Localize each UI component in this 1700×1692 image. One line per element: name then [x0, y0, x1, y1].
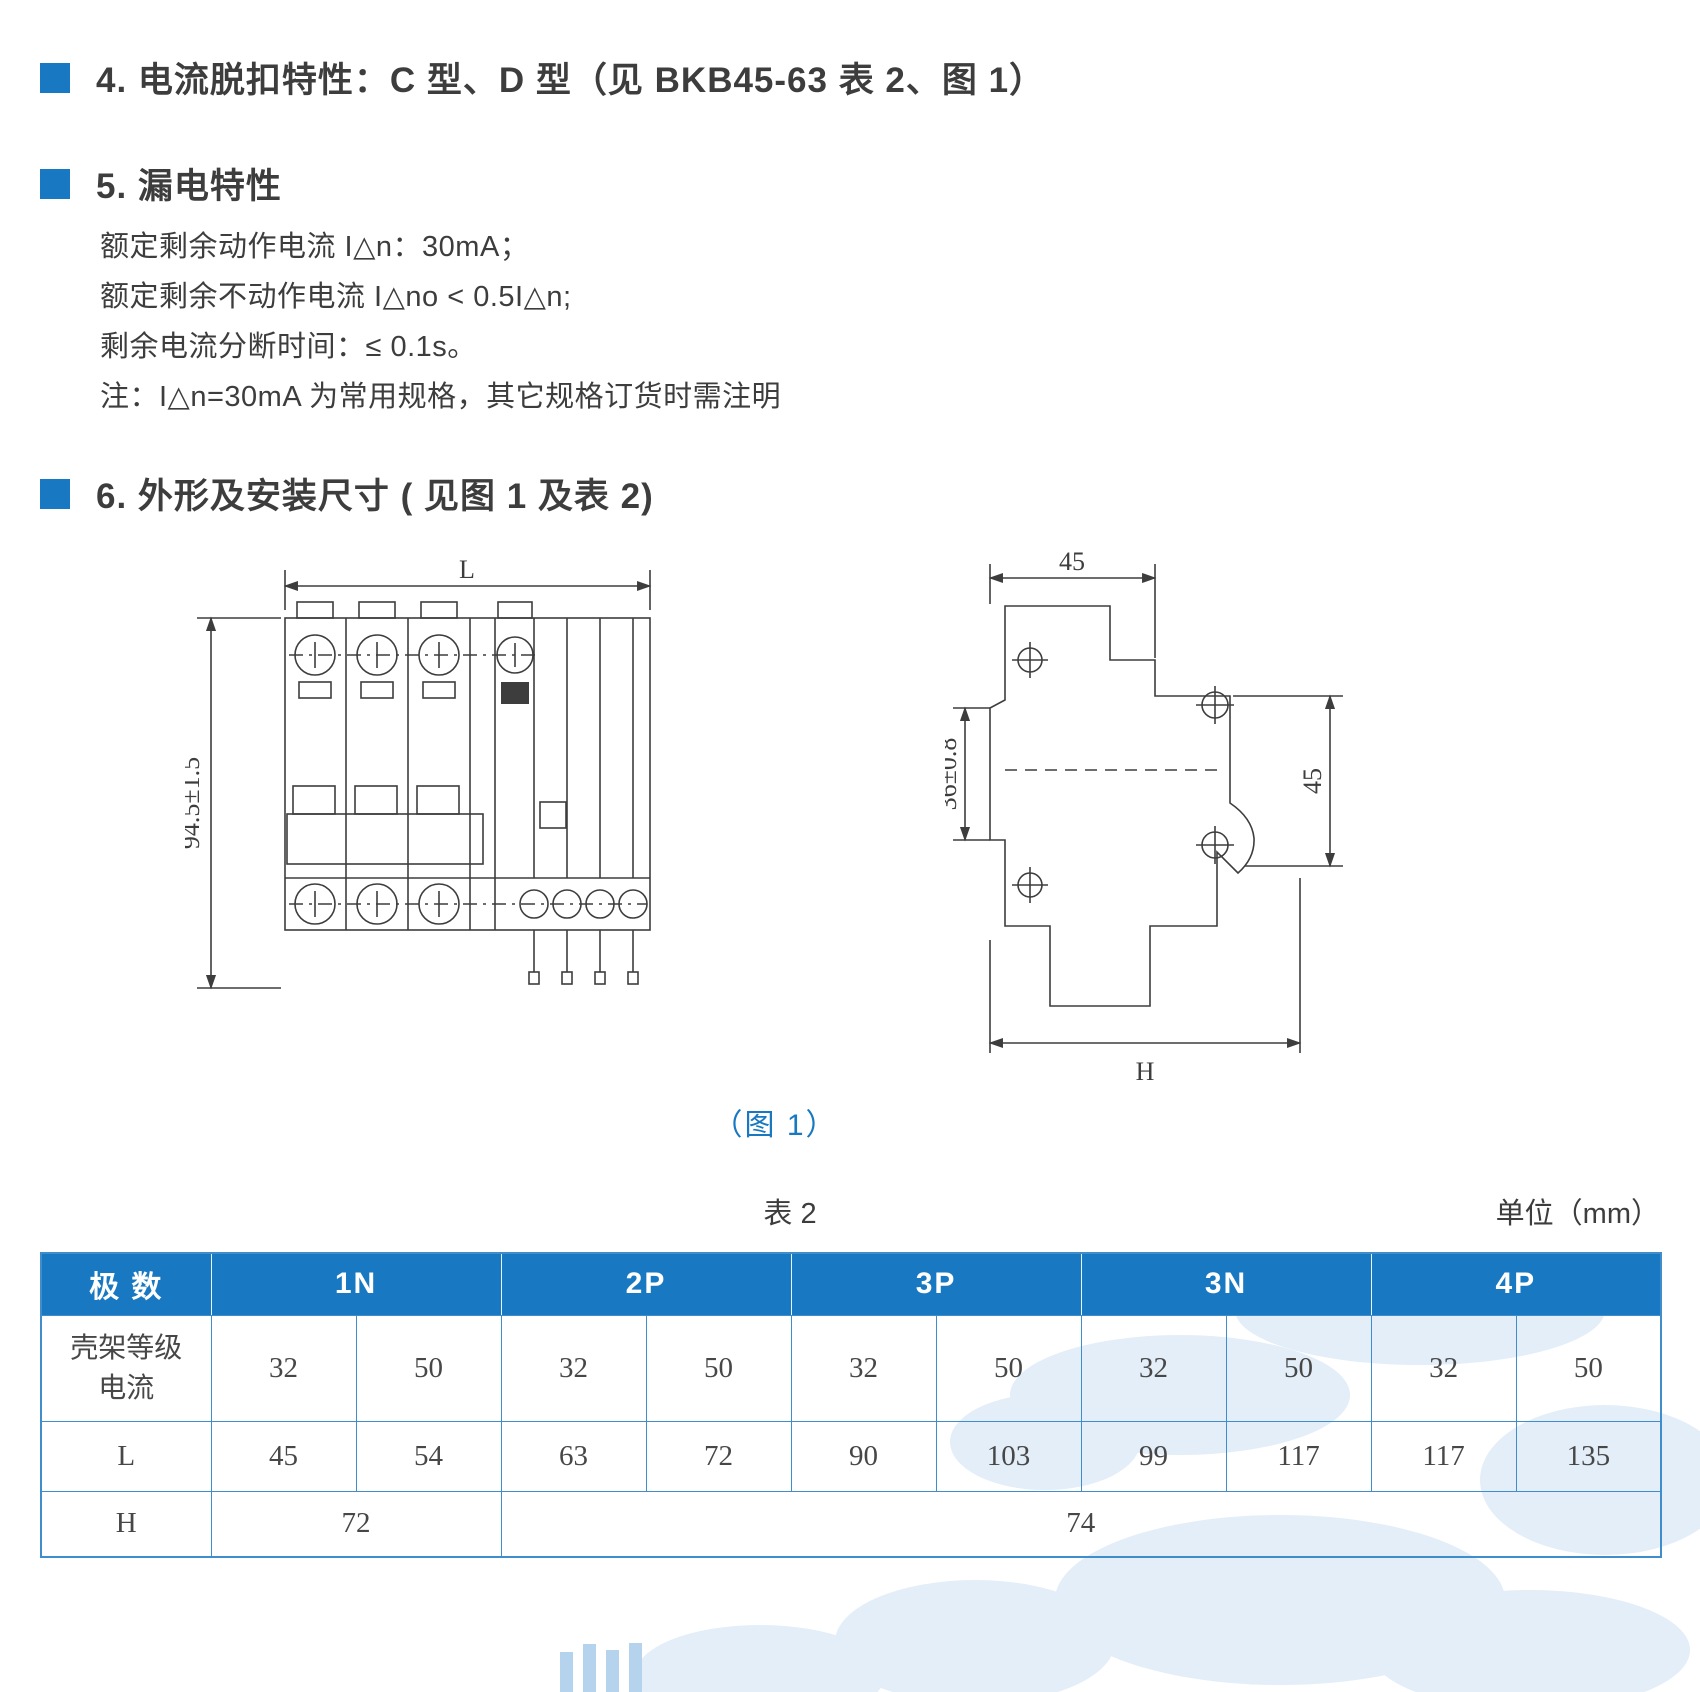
bottom-pins	[528, 930, 639, 985]
dim-label-L: L	[459, 555, 475, 584]
table-cell: 50	[1225, 1314, 1372, 1422]
figure-caption: （图 1）	[712, 1109, 838, 1142]
section-5-title: 5. 漏电特性	[96, 167, 282, 206]
table-cell: 50	[645, 1314, 792, 1422]
table-unit-label: 单位（mm）	[1495, 1198, 1660, 1230]
header-cell-3N: 3N	[1080, 1252, 1372, 1316]
dim-label-right-45: 45	[1298, 768, 1327, 794]
table-cell: 32	[1080, 1314, 1227, 1422]
figure-side-view-drawing: 45 36±0.8 45 H	[945, 548, 1343, 1086]
header-cell-poles: 极 数	[40, 1252, 212, 1316]
table-cell: 117	[1370, 1420, 1517, 1492]
toggle-handle-assembly	[286, 785, 484, 865]
table-cell: 50	[1515, 1314, 1662, 1422]
figure-front-view-drawing: L 94.5±1.5	[185, 555, 652, 990]
watermark-bars	[560, 1643, 642, 1692]
module-connector	[501, 682, 529, 704]
table-cell: 74	[500, 1490, 1662, 1558]
dimension-left-36	[953, 706, 990, 842]
leakage-spec-text: 额定剩余动作电流 I△n：30mA； 额定剩余不动作电流 I△no < 0.5I…	[100, 222, 1200, 422]
table-cell: 72	[210, 1490, 502, 1558]
test-button	[539, 801, 567, 829]
table-cell: 50	[935, 1314, 1082, 1422]
table-title: 表 2	[763, 1198, 817, 1230]
dimension-right-45	[1233, 694, 1343, 868]
table-cell: 135	[1515, 1420, 1662, 1492]
table-row-H: H 72 74	[40, 1490, 1662, 1558]
breaker-side-outline	[989, 605, 1255, 1007]
blue-square-bullet-icon	[40, 62, 70, 93]
table-cell: 63	[500, 1420, 647, 1492]
table-cell: 72	[645, 1420, 792, 1492]
table-cell: 99	[1080, 1420, 1227, 1492]
header-cell-4P: 4P	[1370, 1252, 1662, 1316]
dim-label-H: H	[1136, 1057, 1155, 1086]
table-row-L: L 45 54 63 72 90 103 99 117 117 135	[40, 1420, 1662, 1492]
row-label: H	[40, 1490, 212, 1558]
table-cell: 90	[790, 1420, 937, 1492]
dimension-bottom-H	[988, 878, 1302, 1053]
row-label: 壳架等级电流	[40, 1314, 212, 1422]
breaker-front-outline	[284, 601, 651, 931]
section-6-title: 6. 外形及安装尺寸 ( 见图 1 及表 2)	[96, 477, 654, 516]
table-cell: 32	[500, 1314, 647, 1422]
dimension-height-94-5	[197, 616, 281, 990]
table-row-frame-current: 壳架等级电流 32 50 32 50 32 50 32 50 32 50	[40, 1314, 1662, 1422]
table-cell: 117	[1225, 1420, 1372, 1492]
dimension-width-L	[283, 570, 652, 610]
dim-label-94-5: 94.5±1.5	[185, 757, 205, 849]
section-4-heading: 4. 电流脱扣特性：C 型、D 型（见 BKB45-63 表 2、图 1）	[40, 52, 1045, 103]
dimension-top-45	[988, 564, 1157, 658]
table-cell: 103	[935, 1420, 1082, 1492]
spec-line-note: 注：I△n=30mA 为常用规格，其它规格订货时需注明	[100, 381, 782, 413]
dim-label-36: 36±0.8	[945, 738, 962, 811]
dimension-table: 极 数 1N 2P 3P 3N 4P 壳架等级电流 32 50 32 50 32…	[40, 1252, 1663, 1558]
table-header-row: 极 数 1N 2P 3P 3N 4P	[40, 1252, 1662, 1316]
dim-label-top-45: 45	[1059, 548, 1085, 576]
table-cell: 50	[355, 1314, 502, 1422]
table-cell: 32	[210, 1314, 357, 1422]
row-label: L	[40, 1420, 212, 1492]
table-cell: 32	[1370, 1314, 1517, 1422]
section-4-title: 4. 电流脱扣特性：C 型、D 型（见 BKB45-63 表 2、图 1）	[96, 61, 1046, 100]
blue-square-bullet-icon	[40, 168, 70, 199]
table-cell: 54	[355, 1420, 502, 1492]
header-cell-2P: 2P	[500, 1252, 792, 1316]
section-6-heading: 6. 外形及安装尺寸 ( 见图 1 及表 2)	[40, 468, 654, 519]
mounting-holes	[1012, 642, 1234, 903]
spec-line-breaking-time: 剩余电流分断时间：≤ 0.1s。	[100, 331, 477, 363]
spec-line-rated-operating-current: 额定剩余动作电流 I△n：30mA；	[100, 231, 530, 263]
blue-square-bullet-icon	[40, 478, 70, 509]
table-cell: 32	[790, 1314, 937, 1422]
header-cell-1N: 1N	[210, 1252, 502, 1316]
table-cell: 45	[210, 1420, 357, 1492]
header-cell-3P: 3P	[790, 1252, 1082, 1316]
section-5-heading: 5. 漏电特性	[40, 158, 282, 209]
top-terminal-screws	[294, 634, 534, 699]
spec-line-rated-non-operating-current: 额定剩余不动作电流 I△no < 0.5I△n;	[100, 281, 572, 313]
